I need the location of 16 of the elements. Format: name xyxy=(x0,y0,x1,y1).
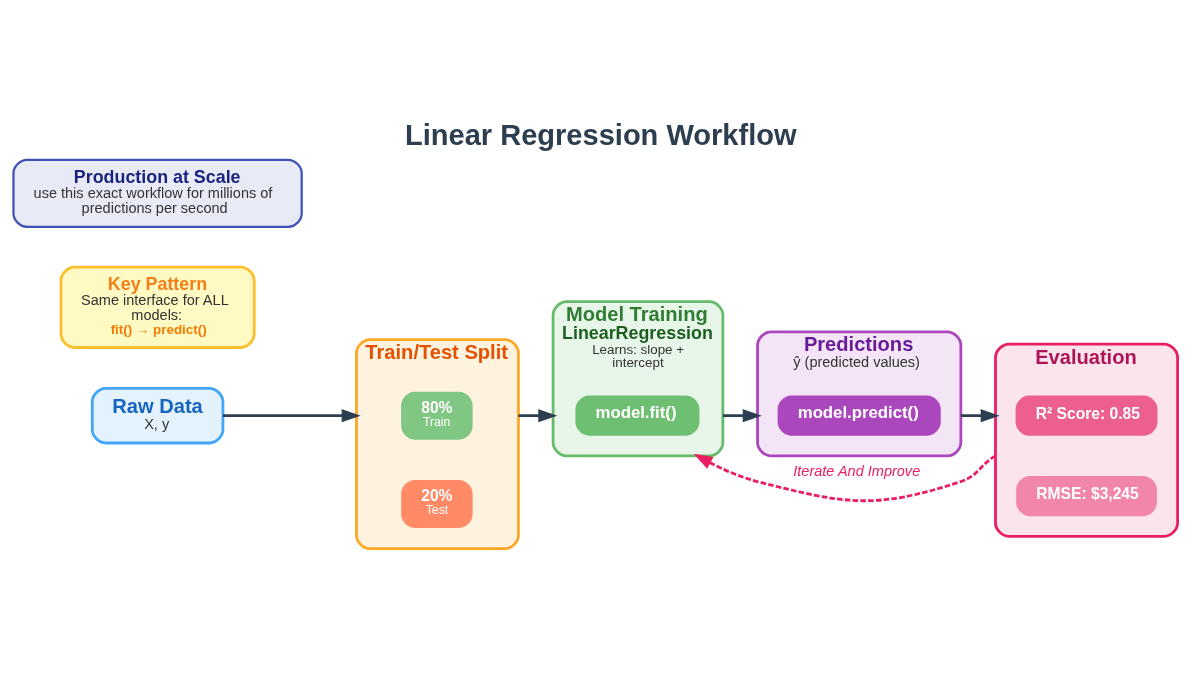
node-box: R² Score: 0.85 xyxy=(1015,395,1158,436)
arrow xyxy=(693,453,997,502)
node-box: Production at Scale use this exact workflow for millions of predictions per second xyxy=(12,158,303,228)
edge-label: Iterate And Improve xyxy=(793,462,921,479)
arrow xyxy=(960,408,1000,422)
node-box: 20% Test xyxy=(401,479,473,528)
node-box: model.fit() xyxy=(575,395,700,436)
node-box: Key Pattern Same interface for ALL models: fit() → predict() xyxy=(59,265,256,349)
arrow xyxy=(222,408,361,422)
node-box: RMSE: $3,245 xyxy=(1016,475,1157,516)
node-box: 80% Train xyxy=(401,391,473,440)
arrow xyxy=(722,408,762,422)
node-box: model.predict() xyxy=(777,395,941,436)
node-box: Raw Data X, y xyxy=(90,386,225,444)
diagram-title: Linear Regression Workflow xyxy=(405,118,797,151)
arrow xyxy=(518,408,558,422)
